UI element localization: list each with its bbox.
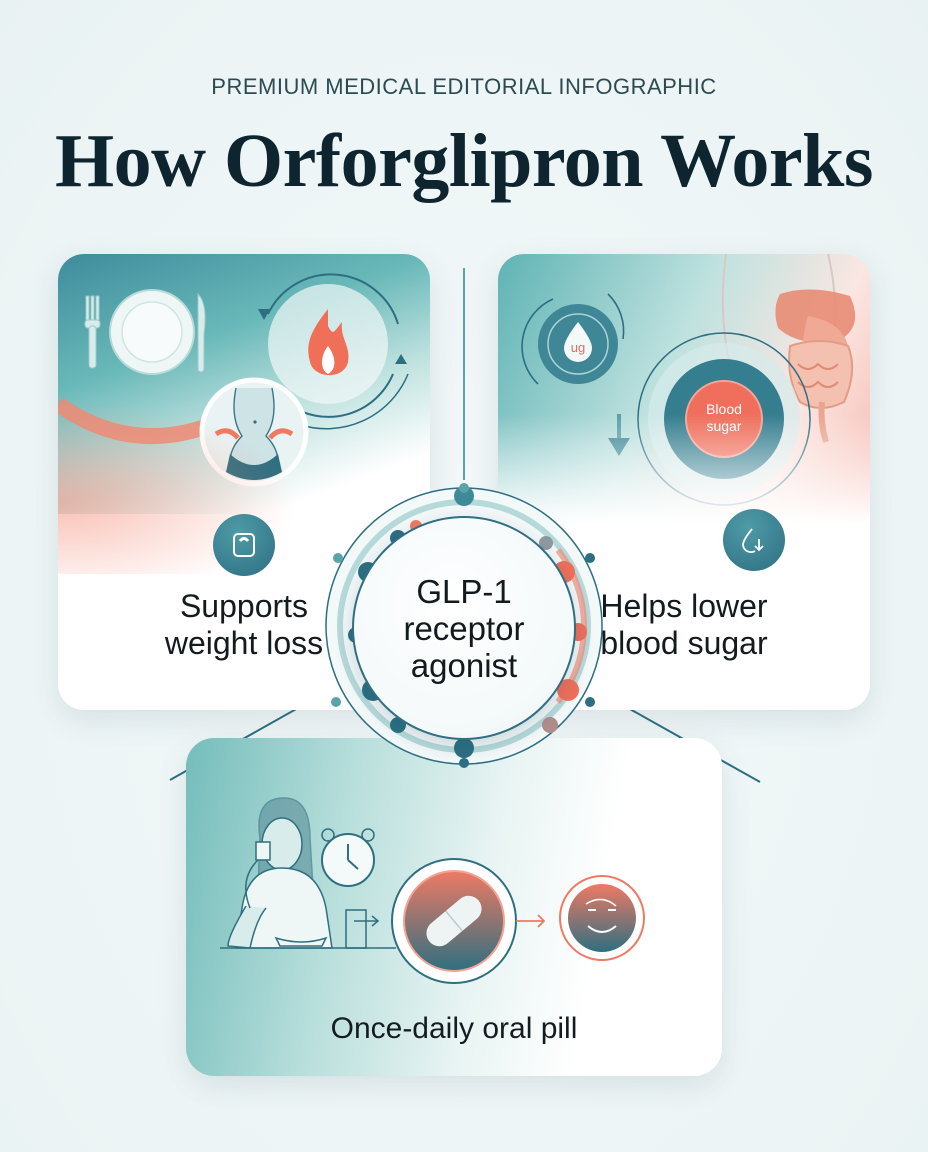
waist-icon <box>199 377 309 487</box>
plate-icon <box>109 289 195 375</box>
blood-sugar-card: ug Blood sugar Helps lower blood sugar <box>498 254 870 710</box>
scale-icon <box>213 514 275 576</box>
hub-line-2: receptor <box>403 609 525 647</box>
glp1-hub: GLP-1 receptor agonist <box>352 516 576 740</box>
knife-icon <box>197 292 206 373</box>
digestive-organs-illustration <box>775 289 856 443</box>
page-title: How Orforglipron Works <box>54 119 874 203</box>
fork-icon <box>84 295 101 369</box>
alarm-clock-icon <box>321 828 375 887</box>
woman-drinking-illustration <box>220 797 396 949</box>
oral-pill-label: Once-daily oral pill <box>330 1012 578 1045</box>
blood-sugar-badge: Blood sugar <box>637 332 811 506</box>
weight-loss-card: Supports weight loss <box>58 254 430 710</box>
flame-icon <box>308 309 349 376</box>
oral-pill-illustration <box>186 738 722 1076</box>
oral-pill-card <box>186 738 722 1076</box>
hub-line-1: GLP-1 <box>416 572 512 610</box>
svg-text:sugar: sugar <box>706 418 741 434</box>
flame-icon-group <box>258 273 409 430</box>
hub-line-3: agonist <box>410 646 518 684</box>
drop-down-arrow-icon <box>723 509 785 571</box>
kicker-label: PREMIUM MEDICAL EDITORIAL INFOGRAPHIC <box>211 74 717 99</box>
down-arrow-icon <box>608 414 630 456</box>
cycle-smile-icon <box>559 875 645 961</box>
blood-sugar-illustration: ug Blood sugar <box>498 254 870 524</box>
svg-text:Blood: Blood <box>706 401 742 417</box>
pill-icon <box>391 858 517 984</box>
droplet-icon: ug <box>521 293 625 385</box>
weight-loss-label: Supports weight loss <box>164 588 324 661</box>
blood-sugar-label: Helps lower blood sugar <box>600 588 768 661</box>
weight-loss-illustration <box>58 254 430 574</box>
ug-label: ug <box>571 340 585 355</box>
